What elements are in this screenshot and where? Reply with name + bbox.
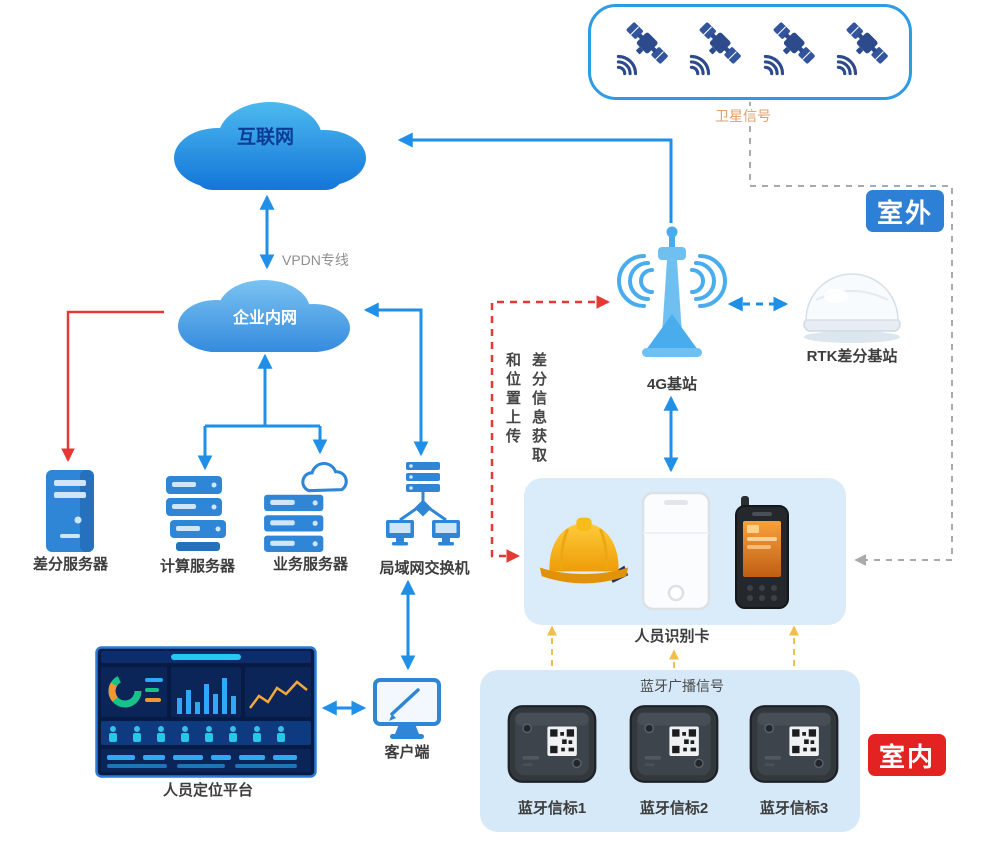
internet-cloud-label: 互联网 (236, 127, 294, 148)
intranet-cloud-label: 企业内网 (232, 310, 297, 327)
beacon3-label: 蓝牙信标3 (759, 800, 829, 817)
satellite-icon (604, 13, 676, 91)
satellite-icon (824, 13, 896, 91)
satellite-icon (751, 13, 823, 91)
position-upload-label: 和位置上传 (504, 352, 521, 447)
bluetooth-beacon-icon (628, 702, 720, 786)
id-card-icon (641, 491, 711, 611)
diff-server-icon (46, 470, 94, 552)
rtk-base-station-label: RTK差分基站 (806, 348, 898, 365)
link-4g-internet (397, 132, 673, 223)
satellite-group-panel (588, 4, 912, 100)
lan-switch-label: 局域网交换机 (379, 560, 470, 577)
4g-base-station-label: 4G基站 (646, 376, 697, 393)
client-monitor-icon (373, 678, 441, 739)
satellite-icon (677, 13, 749, 91)
diff-acquire-label: 差分信息获取 (530, 352, 547, 466)
lan-switch-icon (386, 462, 460, 546)
bluetooth-beacon-icon (748, 702, 840, 786)
hard-hat-icon (539, 517, 629, 584)
compute-server-label: 计算服务器 (159, 558, 235, 575)
vpdn-link-label: VPDN专线 (282, 252, 349, 268)
compute-server-icon (166, 476, 226, 551)
platform-screenshot (95, 646, 317, 778)
internet-cloud-icon (174, 102, 366, 190)
outdoor-badge: 室外 (866, 190, 944, 232)
beacon2-label: 蓝牙信标2 (639, 800, 709, 817)
intranet-cloud-icon (178, 280, 350, 352)
positioning-platform-label: 人员定位平台 (162, 782, 253, 799)
rugged-phone-icon (735, 496, 789, 609)
link-switch-intranet (363, 302, 429, 457)
satellite-signal-label: 卫星信号 (712, 106, 774, 126)
personnel-card-label: 人员识别卡 (634, 628, 710, 645)
client-label: 客户端 (384, 744, 430, 761)
beacon1-label: 蓝牙信标1 (517, 800, 587, 817)
business-server-icon (264, 462, 348, 552)
diff-server-label: 差分服务器 (32, 556, 108, 573)
business-server-label: 业务服务器 (272, 556, 348, 573)
bluetooth-broadcast-label: 蓝牙广播信号 (640, 678, 724, 694)
link-intranet-diffserver (61, 310, 164, 463)
indoor-badge: 室内 (868, 734, 946, 776)
4g-tower-icon (617, 226, 727, 357)
bluetooth-beacon-icon (506, 702, 598, 786)
rtk-base-station-icon (803, 273, 901, 343)
